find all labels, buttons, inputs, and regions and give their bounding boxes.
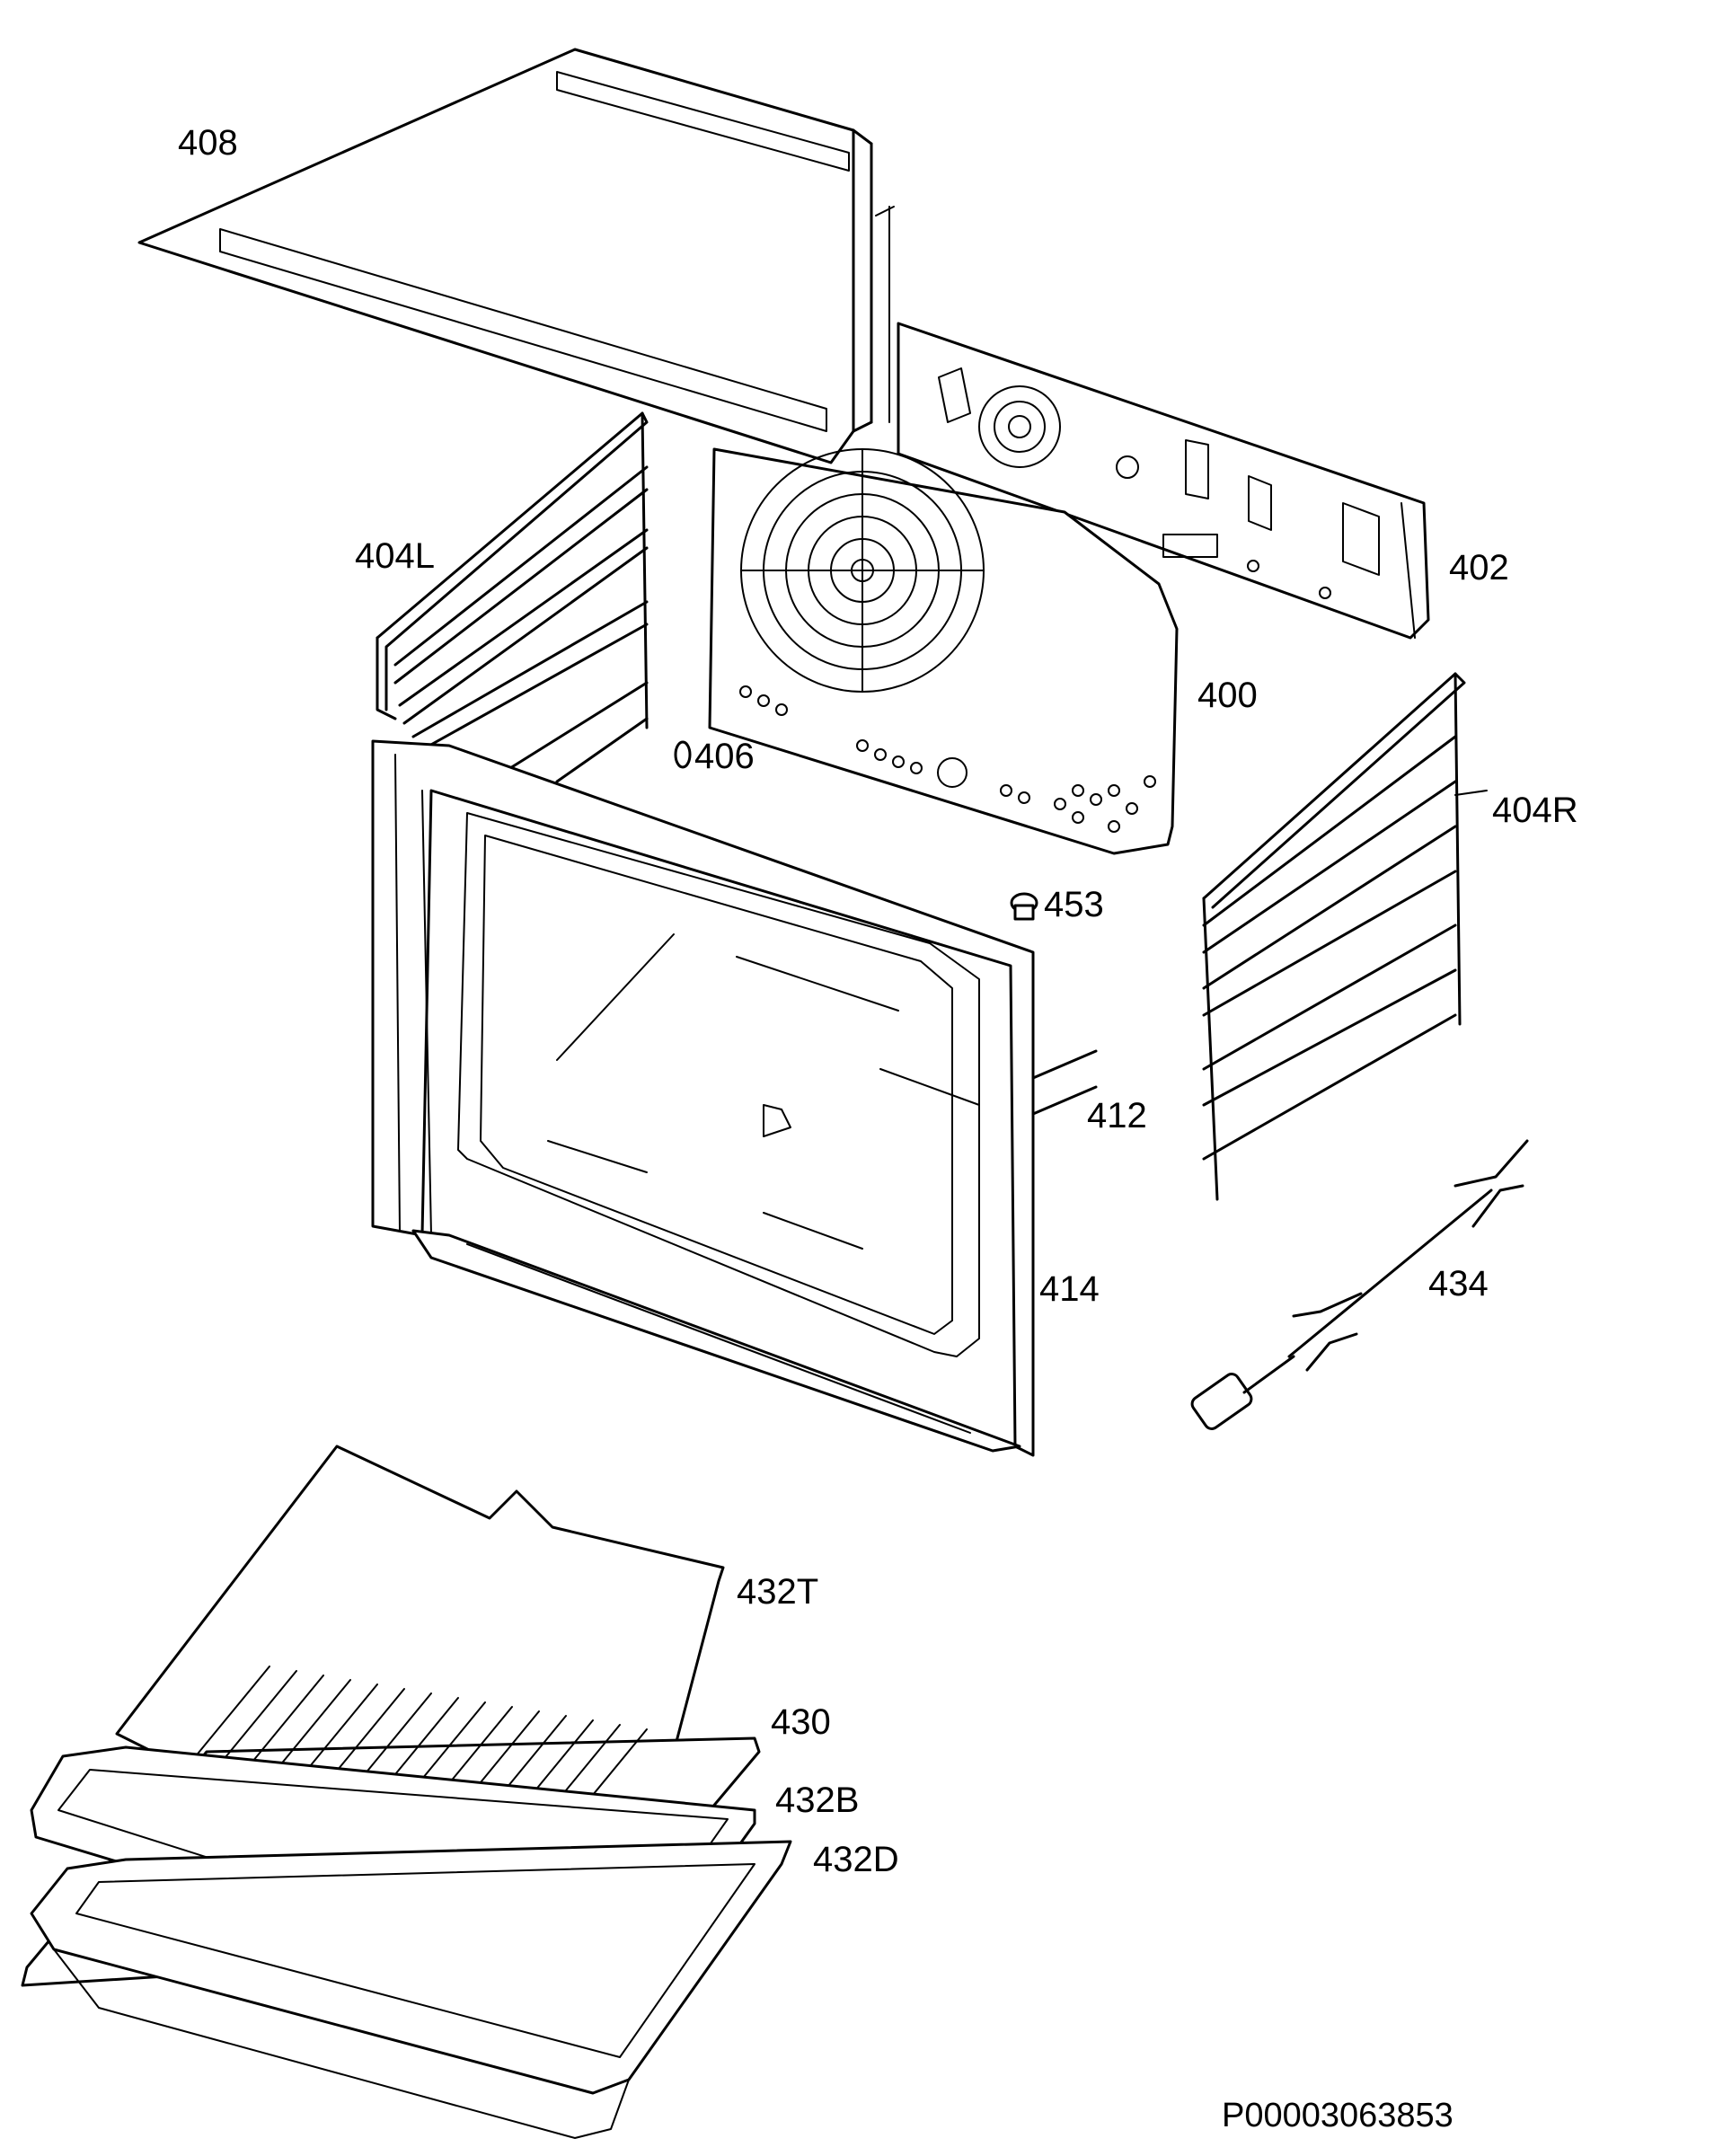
label-432B: 432B [775,1780,859,1820]
label-404R: 404R [1492,791,1578,830]
label-408: 408 [178,123,238,163]
label-406: 406 [694,737,755,776]
part-406-clip [674,740,692,769]
part-402-rear-bracket [897,322,1430,640]
part-432D-deep-pan [30,1840,792,2139]
label-404L: 404L [355,536,435,576]
part-400-rear-panel [708,447,1179,855]
label-453: 453 [1044,885,1104,924]
document-id: P00003063853 [1222,2097,1454,2134]
part-412-floor-cover [1031,1049,1098,1116]
label-430: 430 [771,1702,831,1742]
part-404L-left-shelf-support [376,411,649,783]
label-432T: 432T [737,1572,818,1612]
part-414-oven-frame [371,739,1035,1457]
label-432D: 432D [813,1840,899,1879]
vent-holes [739,685,1156,833]
part-404R-right-shelf-support [1202,672,1488,1201]
part-434-rotisserie-spit [1190,1139,1529,1430]
label-412: 412 [1087,1096,1147,1135]
label-434: 434 [1428,1264,1489,1303]
label-402: 402 [1449,548,1509,588]
label-414: 414 [1039,1269,1100,1309]
label-400: 400 [1197,676,1258,715]
part-408-top-cover [137,48,895,464]
part-453-bulb-holder [1010,892,1038,921]
